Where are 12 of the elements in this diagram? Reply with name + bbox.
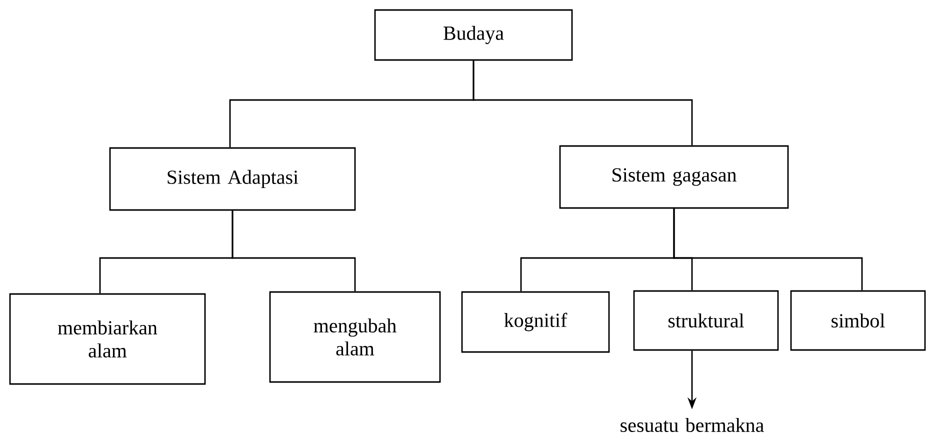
- connector-line: [472, 60, 693, 146]
- concept-box: Budaya: [374, 9, 573, 61]
- connector-line: [673, 208, 863, 290]
- concept-box: simbol: [790, 290, 926, 351]
- concept-box: membiarkan alam: [9, 293, 206, 385]
- connector-line: [232, 210, 356, 292]
- concept-box: kognitif: [461, 291, 610, 353]
- concept-box: struktural: [633, 290, 779, 351]
- concept-box: Sistem Adaptasi: [109, 147, 356, 211]
- concept-box: mengubah alam: [269, 291, 441, 383]
- concept-box: Sistem gagasan: [559, 145, 789, 209]
- concept-text: sesuatu bermakna: [620, 418, 764, 432]
